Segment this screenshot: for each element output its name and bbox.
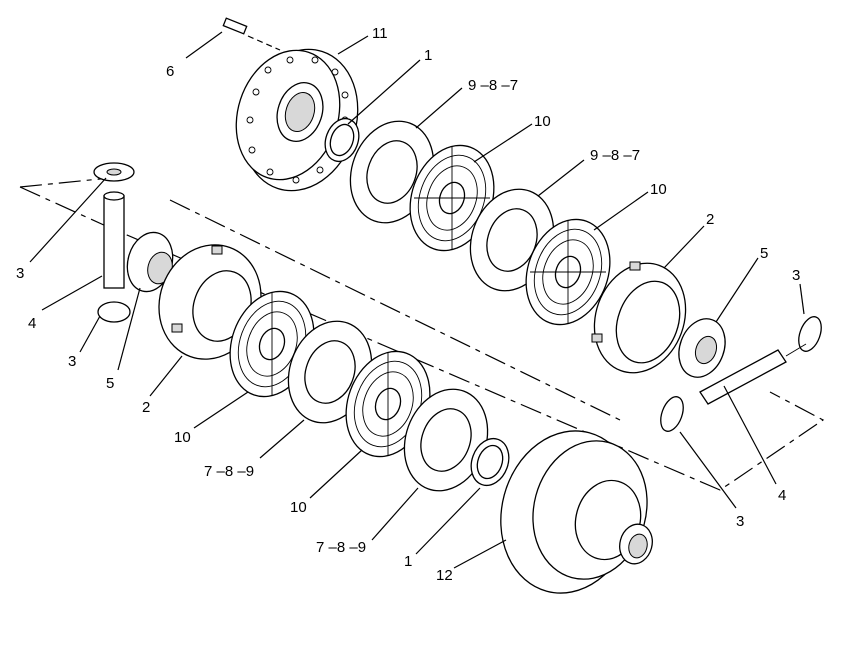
label-10-lower: 10 [290, 499, 307, 516]
part-6-bolt [222, 17, 281, 51]
label-3-left-bottom: 3 [68, 353, 76, 370]
label-10-lower-left: 10 [174, 429, 191, 446]
label-9-8-7-top: 9 –8 –7 [468, 77, 518, 94]
part-4-shaft-right [699, 343, 807, 405]
part-labels: 11 1 9 –8 –7 6 10 9 –8 –7 10 2 5 3 3 4 3… [16, 25, 800, 584]
label-9-8-7-middle: 9 –8 –7 [590, 147, 640, 164]
label-3-right-bottom: 3 [736, 513, 744, 530]
assembly-dashed-outline [19, 177, 825, 491]
part-3-pinion-left-bottom [97, 301, 131, 323]
label-3-right-top: 3 [792, 267, 800, 284]
label-12: 12 [436, 567, 453, 584]
part-steel-plate-4 [403, 388, 489, 492]
part-3-pinion-left-top [93, 162, 135, 182]
label-5-right: 5 [760, 245, 768, 262]
part-1-washer-bottom [470, 437, 510, 487]
label-3-left-top: 3 [16, 265, 24, 282]
label-10-middle: 10 [650, 181, 667, 198]
label-7-8-9-lower: 7 –8 –9 [316, 539, 366, 556]
label-10-top: 10 [534, 113, 551, 130]
label-11: 11 [372, 25, 388, 42]
part-5-bevel-gear-right [678, 318, 726, 378]
leader-lines [29, 31, 805, 569]
part-3-pinion-right-top [798, 316, 822, 352]
label-4-right: 4 [778, 487, 786, 504]
label-4-left: 4 [28, 315, 36, 332]
part-4-shaft-left [103, 191, 125, 289]
label-1-bottom: 1 [404, 553, 412, 570]
label-6: 6 [166, 63, 174, 80]
part-1-washer-top [324, 117, 360, 163]
part-5-bevel-gear-left [126, 231, 174, 293]
label-5-left: 5 [106, 375, 114, 392]
label-7-8-9-left: 7 –8 –9 [204, 463, 254, 480]
label-2-left: 2 [142, 399, 150, 416]
part-2-clutch-hub-right [591, 261, 687, 374]
part-12-case [500, 430, 653, 594]
part-friction-disc-2 [525, 218, 611, 326]
label-2-right: 2 [706, 211, 714, 228]
label-1-top: 1 [424, 47, 432, 64]
part-3-pinion-right-bottom [660, 396, 684, 432]
